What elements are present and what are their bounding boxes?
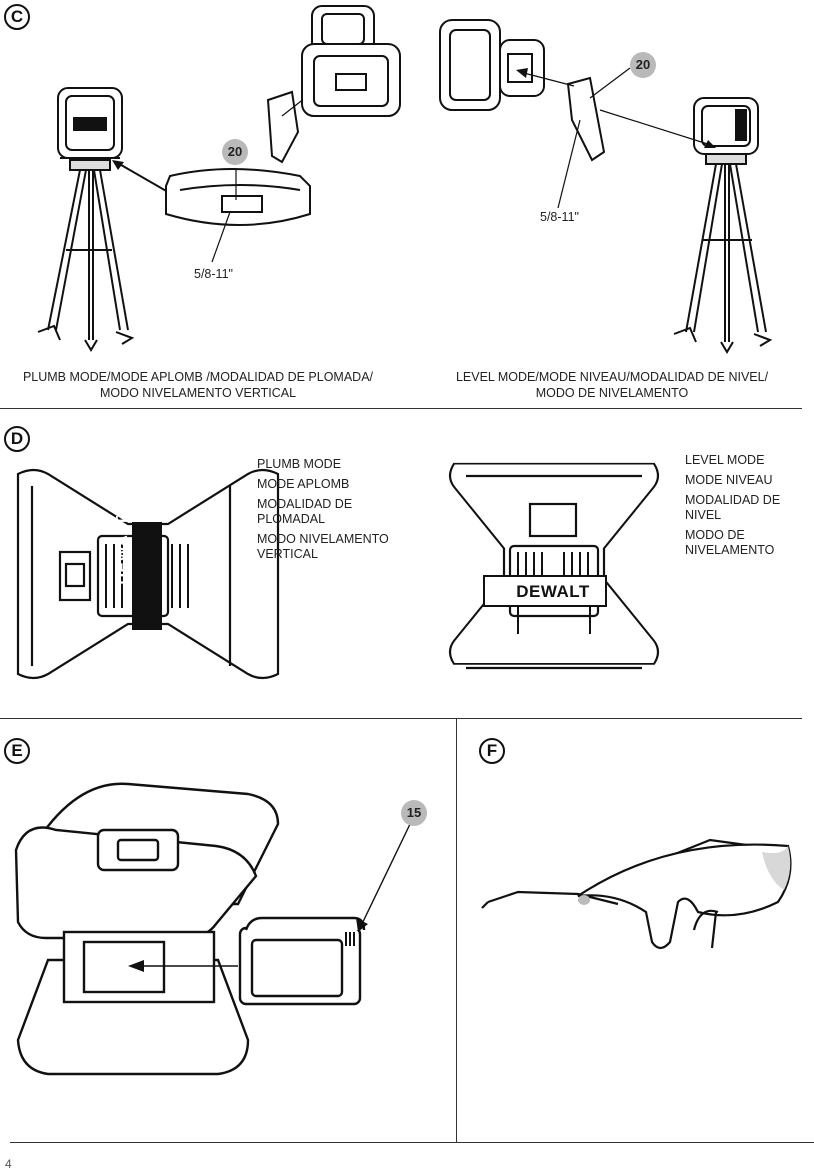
- plumb-mode-caption: PLUMB MODE/MODE APLOMB /MODALIDAD DE PLO…: [22, 370, 374, 400]
- battery-insertion-illustration: [14, 782, 413, 1076]
- plumb-mode-laser-illustration: [16, 468, 280, 680]
- callout-20-right: 20: [630, 52, 656, 78]
- level-mode-labels: LEVEL MODE MODE NIVEAU MODALIDAD DE NIVE…: [685, 453, 781, 557]
- page-number: 4: [5, 1157, 12, 1171]
- divider-c-d: [0, 408, 802, 409]
- level-mode-laser-illustration: [448, 462, 660, 670]
- dewalt-logo-vertical: DEWALT: [114, 515, 131, 585]
- thread-size-label-right: 5/8-11": [540, 210, 579, 224]
- divider-d-ef: [0, 718, 802, 719]
- callout-15: 15: [401, 800, 427, 826]
- thread-size-label-left: 5/8-11": [194, 267, 233, 281]
- callout-20-left: 20: [222, 139, 248, 165]
- section-f-badge: F: [479, 738, 505, 764]
- plumb-mode-tripod-illustration: [37, 5, 773, 354]
- divider-e-f: [456, 718, 457, 1142]
- section-c-badge: C: [4, 4, 30, 30]
- plumb-mode-labels: PLUMB MODE MODE APLOMB MODALIDAD DE PLOM…: [257, 457, 389, 561]
- section-d-badge: D: [4, 426, 30, 452]
- footer-rule: [10, 1142, 814, 1143]
- dewalt-logo-horizontal: DEWALT: [516, 582, 590, 601]
- level-mode-caption: LEVEL MODE/MODE NIVEAU/MODALIDAD DE NIVE…: [455, 370, 769, 400]
- safety-glasses-illustration: [481, 838, 792, 950]
- section-e-badge: E: [4, 738, 30, 764]
